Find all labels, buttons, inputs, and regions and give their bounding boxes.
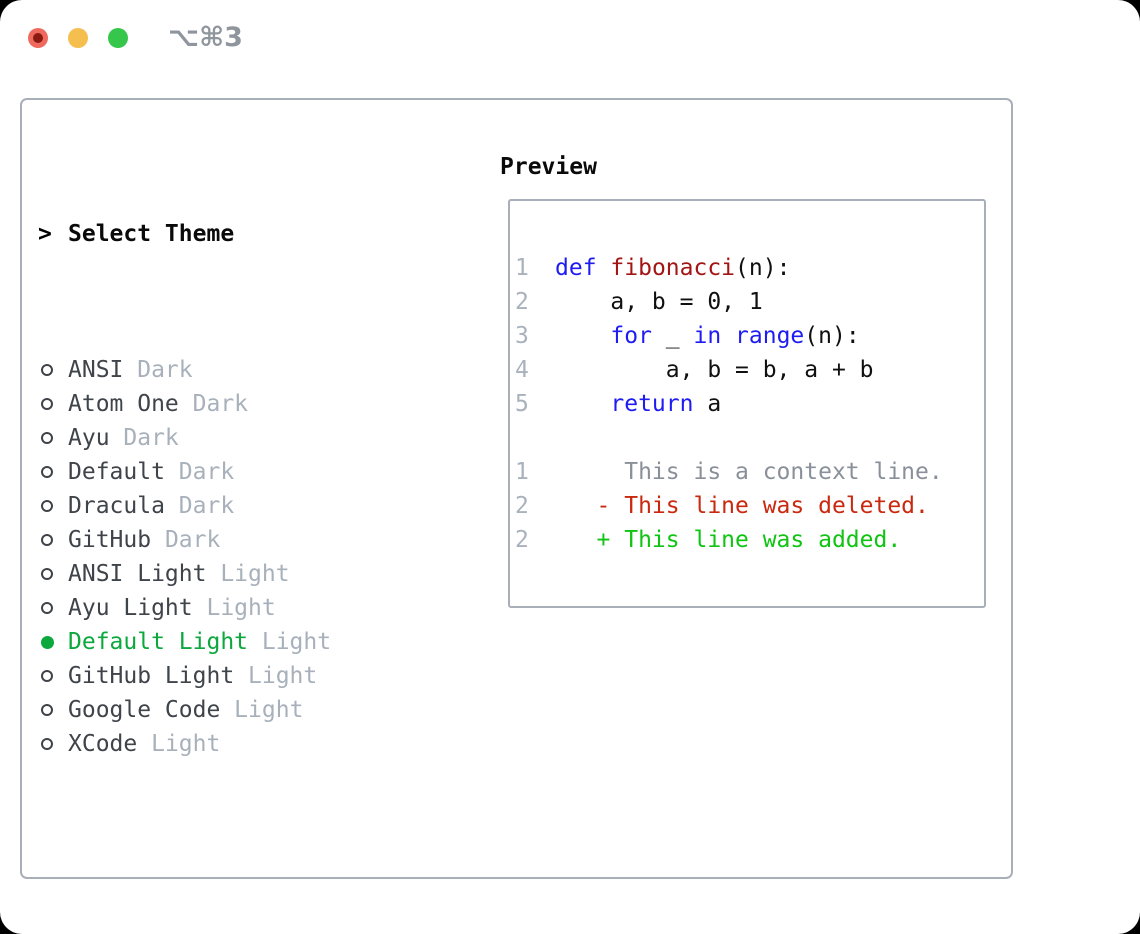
theme-option[interactable]: Default Light Light: [38, 625, 426, 659]
option-label: ANSI Light: [68, 561, 207, 587]
option-variant-label: Light: [248, 629, 332, 655]
theme-option[interactable]: Google Code Light: [38, 693, 426, 727]
radio-icon: [41, 398, 53, 410]
preview-line: 2 + This line was added.: [515, 523, 978, 557]
option-label: ANSI: [68, 357, 124, 383]
preview-line: 1 This is a context line.: [515, 455, 978, 489]
theme-option[interactable]: Ayu Dark: [38, 421, 426, 455]
option-label: GitHub: [68, 527, 152, 553]
theme-option[interactable]: XCode Light: [38, 727, 426, 761]
spacer-row: [38, 863, 426, 897]
prompt-icon: >: [38, 221, 52, 247]
option-variant-label: Dark: [164, 459, 235, 485]
preview-header: Preview: [500, 154, 597, 180]
code-segment-kw: for: [610, 323, 652, 349]
preview-line: 5 return a: [515, 387, 978, 421]
option-label: Atom One: [68, 391, 179, 417]
preview-line: [515, 421, 978, 455]
code-segment-plain: (n):: [735, 255, 791, 281]
radio-icon: [41, 704, 53, 716]
code-segment-plain: [555, 323, 610, 349]
unsaved-dot-icon: [33, 33, 43, 43]
theme-option[interactable]: Atom One Dark: [38, 387, 426, 421]
minimize-button[interactable]: [68, 28, 88, 48]
titlebar: ⌥⌘3: [28, 22, 243, 53]
code-segment-kw: range: [735, 323, 805, 349]
radio-icon: [41, 738, 53, 750]
code-segment-plain: [597, 255, 611, 281]
code-segment-del: - This line was deleted.: [555, 493, 929, 519]
code-segment-plain: a: [693, 391, 722, 417]
code-segment-plain: a, b = 0, 1: [555, 289, 763, 315]
code-segment-ctx: This is a context line.: [555, 459, 943, 485]
radio-icon: [41, 500, 53, 512]
code-segment-plain: [721, 323, 735, 349]
theme-option[interactable]: Dracula Dark: [38, 489, 426, 523]
line-number: 2: [515, 289, 529, 315]
option-variant-label: Dark: [164, 493, 235, 519]
theme-option[interactable]: Default Dark: [38, 455, 426, 489]
theme-option[interactable]: Ayu Light Light: [38, 591, 426, 625]
radio-icon: [41, 364, 53, 376]
radio-icon: [41, 568, 53, 580]
option-variant-label: Dark: [178, 391, 249, 417]
radio-icon: [41, 534, 53, 546]
theme-option[interactable]: ANSI Light Light: [38, 557, 426, 591]
code-segment-plain: [555, 391, 610, 417]
radio-icon: [41, 670, 53, 682]
option-variant-label: Dark: [151, 527, 221, 553]
preview-line: 2 a, b = 0, 1: [515, 285, 978, 319]
zoom-button[interactable]: [108, 28, 128, 48]
option-label: Ayu: [68, 425, 110, 451]
line-number: 3: [515, 323, 529, 349]
preview-line: 2 - This line was deleted.: [515, 489, 978, 523]
code-segment-fn: fibonacci: [610, 255, 736, 281]
radio-icon: [41, 432, 53, 444]
code-segment-kw: return: [610, 391, 694, 417]
theme-option[interactable]: GitHub Light Light: [38, 659, 426, 693]
preview-line: 3 for _ in range(n):: [515, 319, 978, 353]
theme-option[interactable]: GitHub Dark: [38, 523, 426, 557]
radio-selected-icon: [41, 635, 54, 649]
option-label: Default: [68, 459, 165, 485]
option-label: Ayu Light: [68, 595, 193, 621]
radio-icon: [41, 602, 53, 614]
option-variant-label: Light: [206, 561, 290, 587]
line-number: 2: [515, 527, 529, 553]
code-segment-plain: a, b = b, a + b: [555, 357, 874, 383]
code-segment-add: + This line was added.: [555, 527, 902, 553]
window-title: ⌥⌘3: [168, 22, 243, 53]
theme-option[interactable]: ANSI Dark: [38, 353, 426, 387]
option-variant-label: Light: [220, 697, 304, 723]
option-label: Dracula: [68, 493, 165, 519]
option-label: XCode: [68, 731, 138, 757]
line-number: 5: [515, 391, 529, 417]
option-label: Default Light: [68, 629, 249, 655]
radio-icon: [41, 466, 53, 478]
select-theme-label: Select Theme: [68, 221, 235, 247]
code-segment-plain: (n):: [804, 323, 860, 349]
line-number: 4: [515, 357, 529, 383]
code-segment-kw: in: [693, 323, 722, 349]
preview-line: 1 def fibonacci(n):: [515, 251, 978, 285]
option-variant-label: Light: [234, 663, 318, 689]
preview-line: 4 a, b = b, a + b: [515, 353, 978, 387]
option-variant-label: Light: [137, 731, 221, 757]
option-variant-label: Dark: [123, 357, 193, 383]
option-label: GitHub Light: [68, 663, 235, 689]
line-number: 1: [515, 459, 529, 485]
close-button[interactable]: [28, 28, 48, 48]
line-number: 1: [515, 255, 529, 281]
option-variant-label: Dark: [109, 425, 179, 451]
option-variant-label: Light: [192, 595, 276, 621]
line-number: 2: [515, 493, 529, 519]
code-segment-kw: def: [555, 255, 597, 281]
select-theme-header: > Select Theme: [38, 217, 426, 251]
code-segment-plain: _: [651, 323, 694, 349]
option-label: Google Code: [68, 697, 221, 723]
